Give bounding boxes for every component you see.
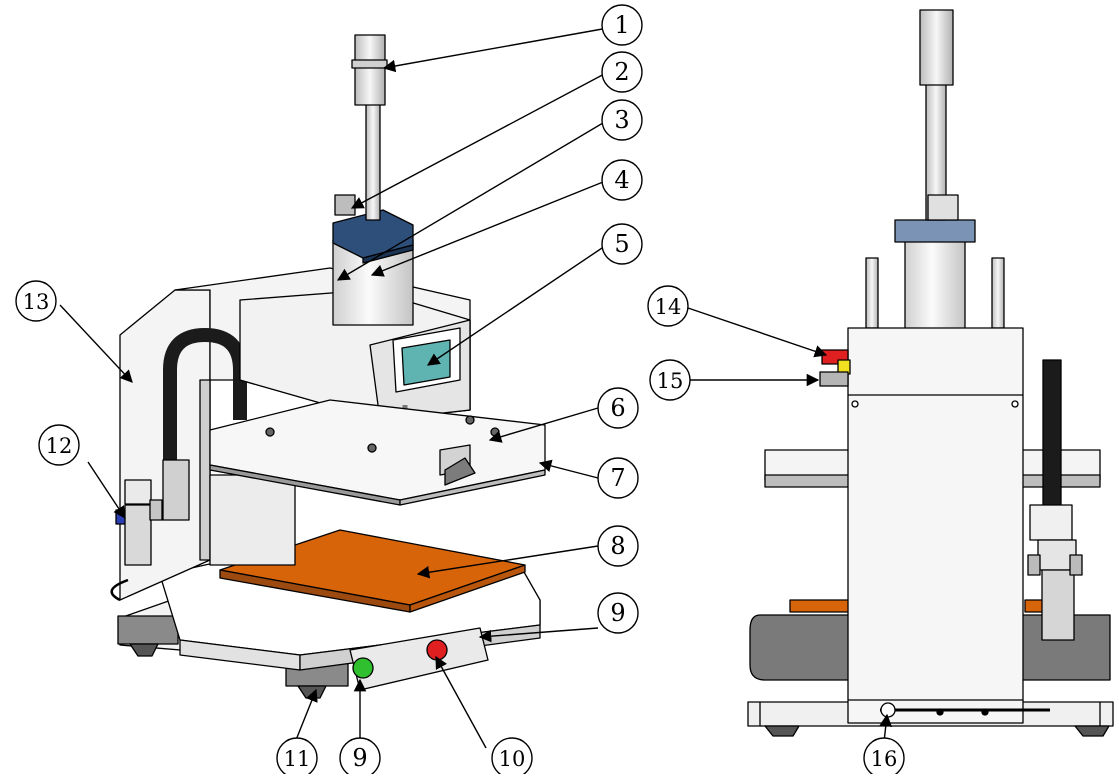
callout-c15: 15 [649,359,691,401]
control-box [349,627,489,691]
callout-c4: 4 [601,159,643,201]
green-button [352,657,374,679]
sensor-bracket [334,194,356,216]
callout-number: 10 [499,747,526,771]
rod-coupler [354,34,386,106]
main-tower [847,327,1024,724]
side-view [747,9,1114,737]
callout-circle [601,159,643,201]
callout-circle [863,737,905,778]
callout-number: 7 [610,464,625,492]
air-fitting [819,371,849,387]
callout-circle [601,223,643,265]
touch-screen [401,339,451,386]
callout-circle [601,51,643,93]
callout-number: 13 [23,290,50,314]
callout-number: 5 [614,230,629,258]
callout-circle [597,592,639,634]
callout-c12: 12 [38,424,80,466]
callout-c6: 6 [597,387,639,429]
callout-c13: 13 [15,280,57,322]
callout-number: 15 [657,369,684,393]
regulator-bowl [124,504,152,566]
callout-number: 4 [614,166,629,194]
front-view [110,34,546,699]
callout-number: 9 [610,599,625,627]
callout-circle [601,4,643,46]
callout-number: 2 [614,58,629,86]
regulator-head [124,479,152,505]
callout-c1: 1 [601,4,643,46]
callout-circle [276,737,318,778]
callout-circle [649,359,691,401]
callout-c5: 5 [601,223,643,265]
callout-number: 3 [614,106,629,134]
leaders [59,27,893,749]
callout-number: 6 [610,394,625,422]
callout-c8: 8 [597,525,639,567]
callout-number: 8 [610,532,625,560]
callout-number: 1 [614,11,629,39]
cylinder-cap-back [894,219,976,243]
callout-c14: 14 [647,285,689,327]
callout-c10: 10 [491,737,533,778]
callout-c3: 3 [601,99,643,141]
callout-circle [597,457,639,499]
left-foot-rail [117,615,179,645]
callout-c9b: 9 [339,737,381,778]
hose-column [1042,359,1062,511]
callout-number: 9 [352,744,367,772]
callout-number: 11 [284,747,311,771]
callout-c16: 16 [863,737,905,778]
callout-c2: 2 [601,51,643,93]
callout-circle [597,387,639,429]
callout-c9a: 9 [597,592,639,634]
callout-circle [597,525,639,567]
callout-circle [491,737,533,778]
handle [444,457,476,486]
callout-circle [601,99,643,141]
callout-circle [38,424,80,466]
callout-number: 16 [871,747,898,771]
callout-circle [647,285,689,327]
red-button [426,639,448,661]
callout-number: 12 [46,434,73,458]
callout-circle [15,280,57,322]
callout-circle [339,737,381,778]
callout-c11: 11 [276,737,318,778]
callout-c7: 7 [597,457,639,499]
hose-clamp [162,459,190,521]
callout-number: 14 [655,295,682,319]
